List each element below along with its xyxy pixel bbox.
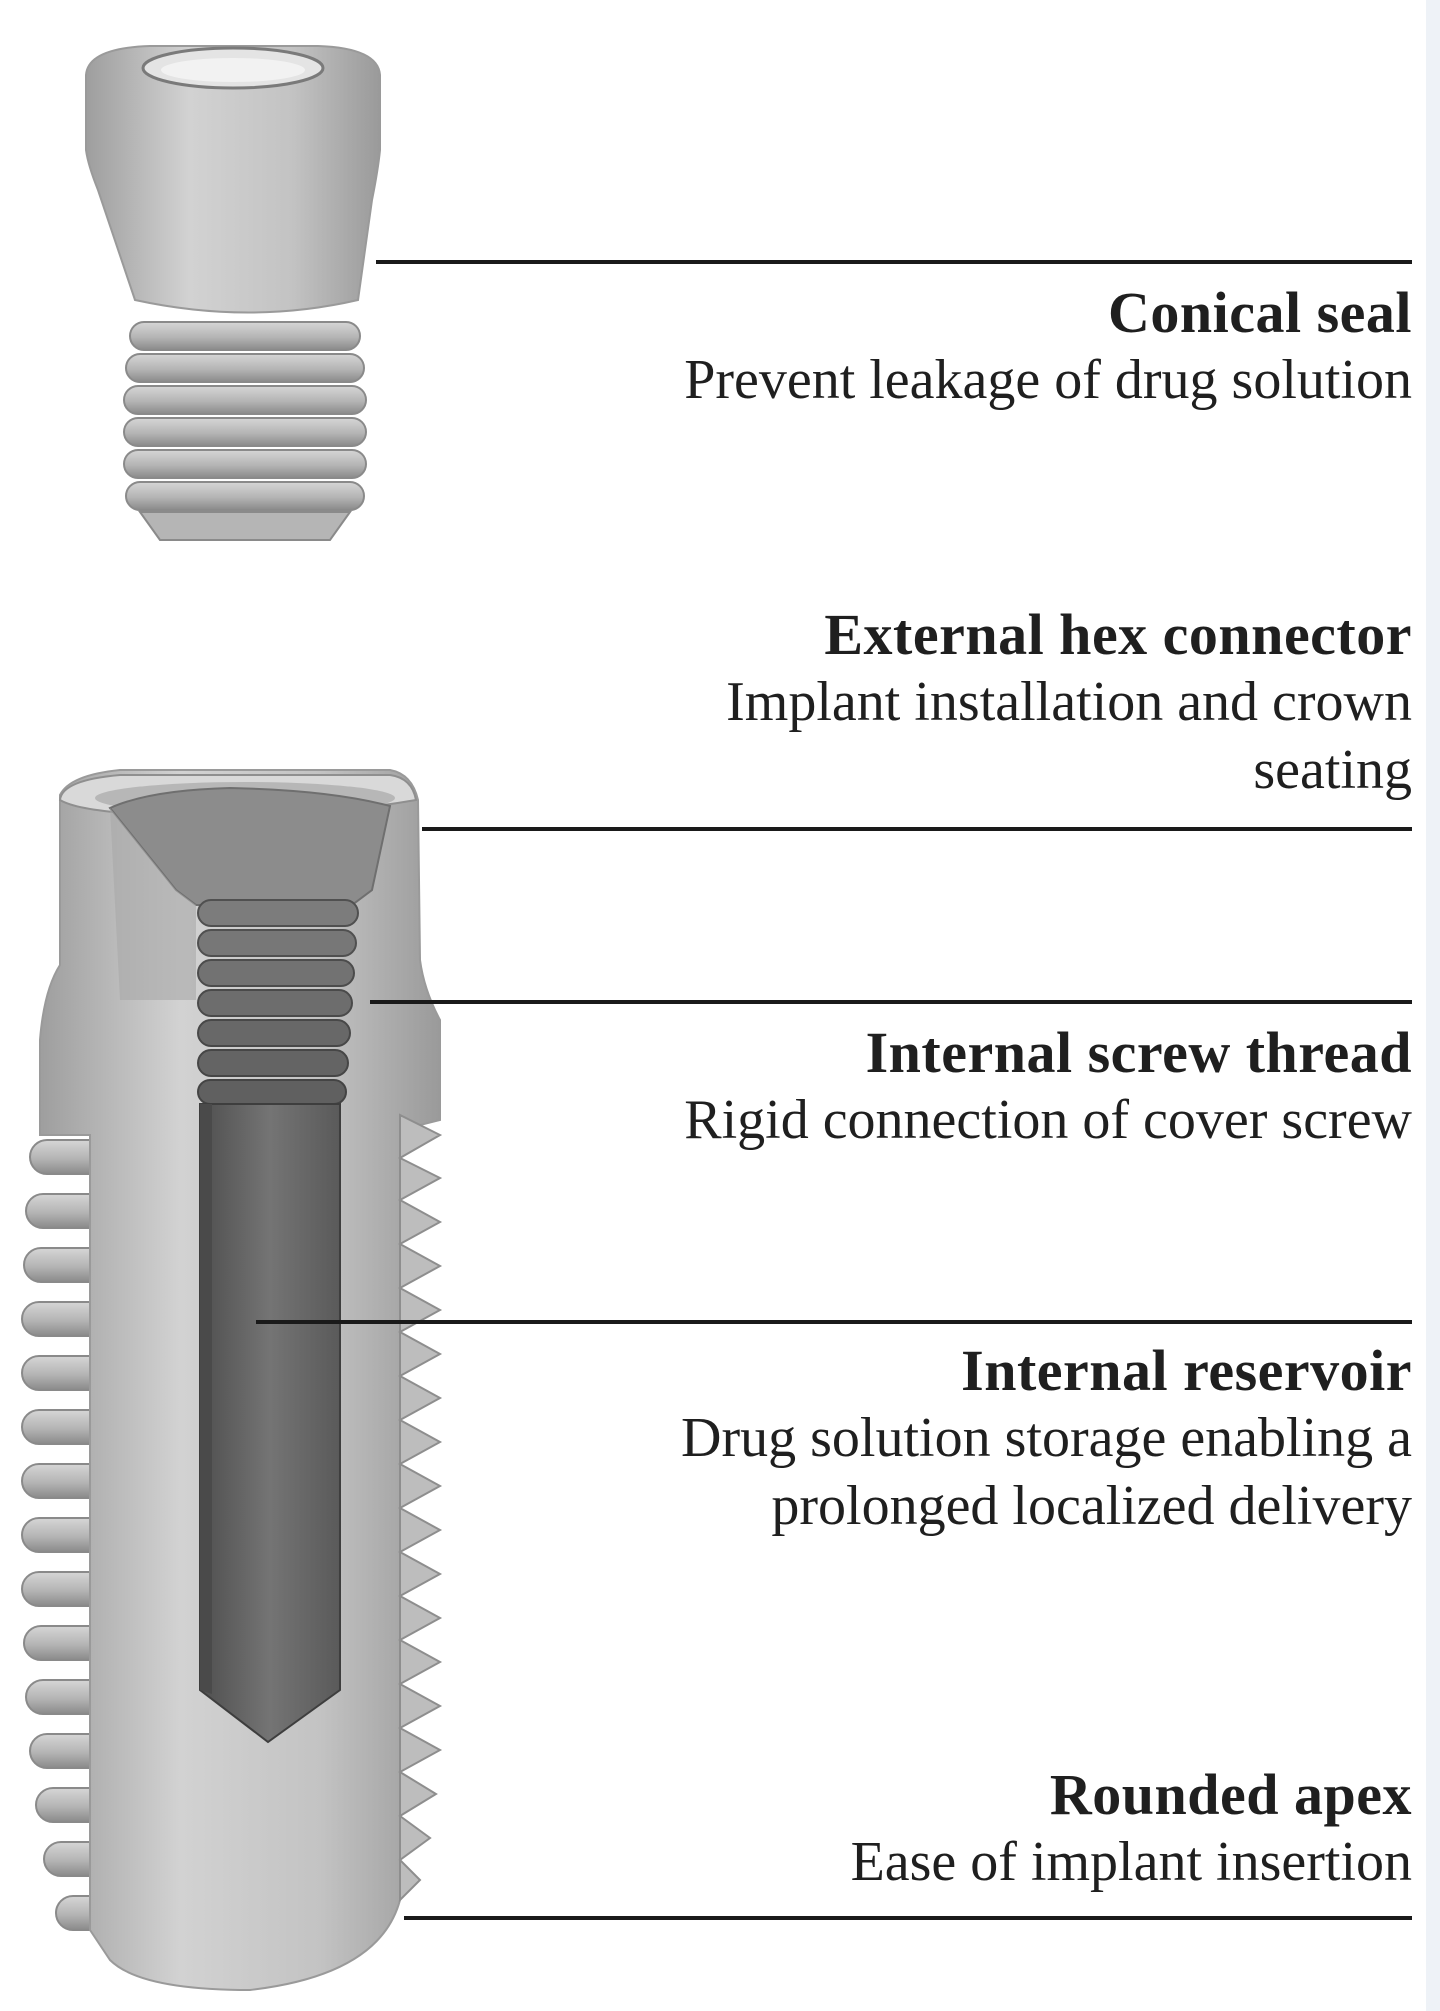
implant-body [21,769,443,1992]
label-title: Internal reservoir [961,1338,1412,1403]
label-description: Ease of implant insertion [850,1831,1412,1893]
internal-threads [197,899,359,1105]
label-description: Drug solution storage enabling a prolong… [681,1407,1412,1537]
internal-reservoir-cavity [199,1103,341,1744]
cover-screw [85,45,381,541]
label-external-hex-connector: External hex connector Implant installat… [652,602,1412,804]
label-description: Rigid connection of cover screw [684,1089,1412,1151]
label-title: External hex connector [824,602,1412,667]
label-title: Rounded apex [1049,1762,1412,1827]
cover-screw-threads [123,321,367,541]
label-conical-seal: Conical seal Prevent leakage of drug sol… [684,280,1412,414]
label-internal-reservoir: Internal reservoir Drug solution storage… [512,1338,1412,1540]
implant-threads-right [397,1113,443,1903]
label-title: Internal screw thread [865,1020,1412,1085]
label-internal-screw-thread: Internal screw thread Rigid connection o… [684,1020,1412,1154]
label-title: Conical seal [1107,280,1412,345]
label-description: Implant installation and crown seating [726,671,1412,801]
leader-lines [256,260,1412,1920]
right-edge-strip [1426,0,1440,2011]
label-rounded-apex: Rounded apex Ease of implant insertion [851,1762,1412,1896]
label-description: Prevent leakage of drug solution [684,349,1412,411]
